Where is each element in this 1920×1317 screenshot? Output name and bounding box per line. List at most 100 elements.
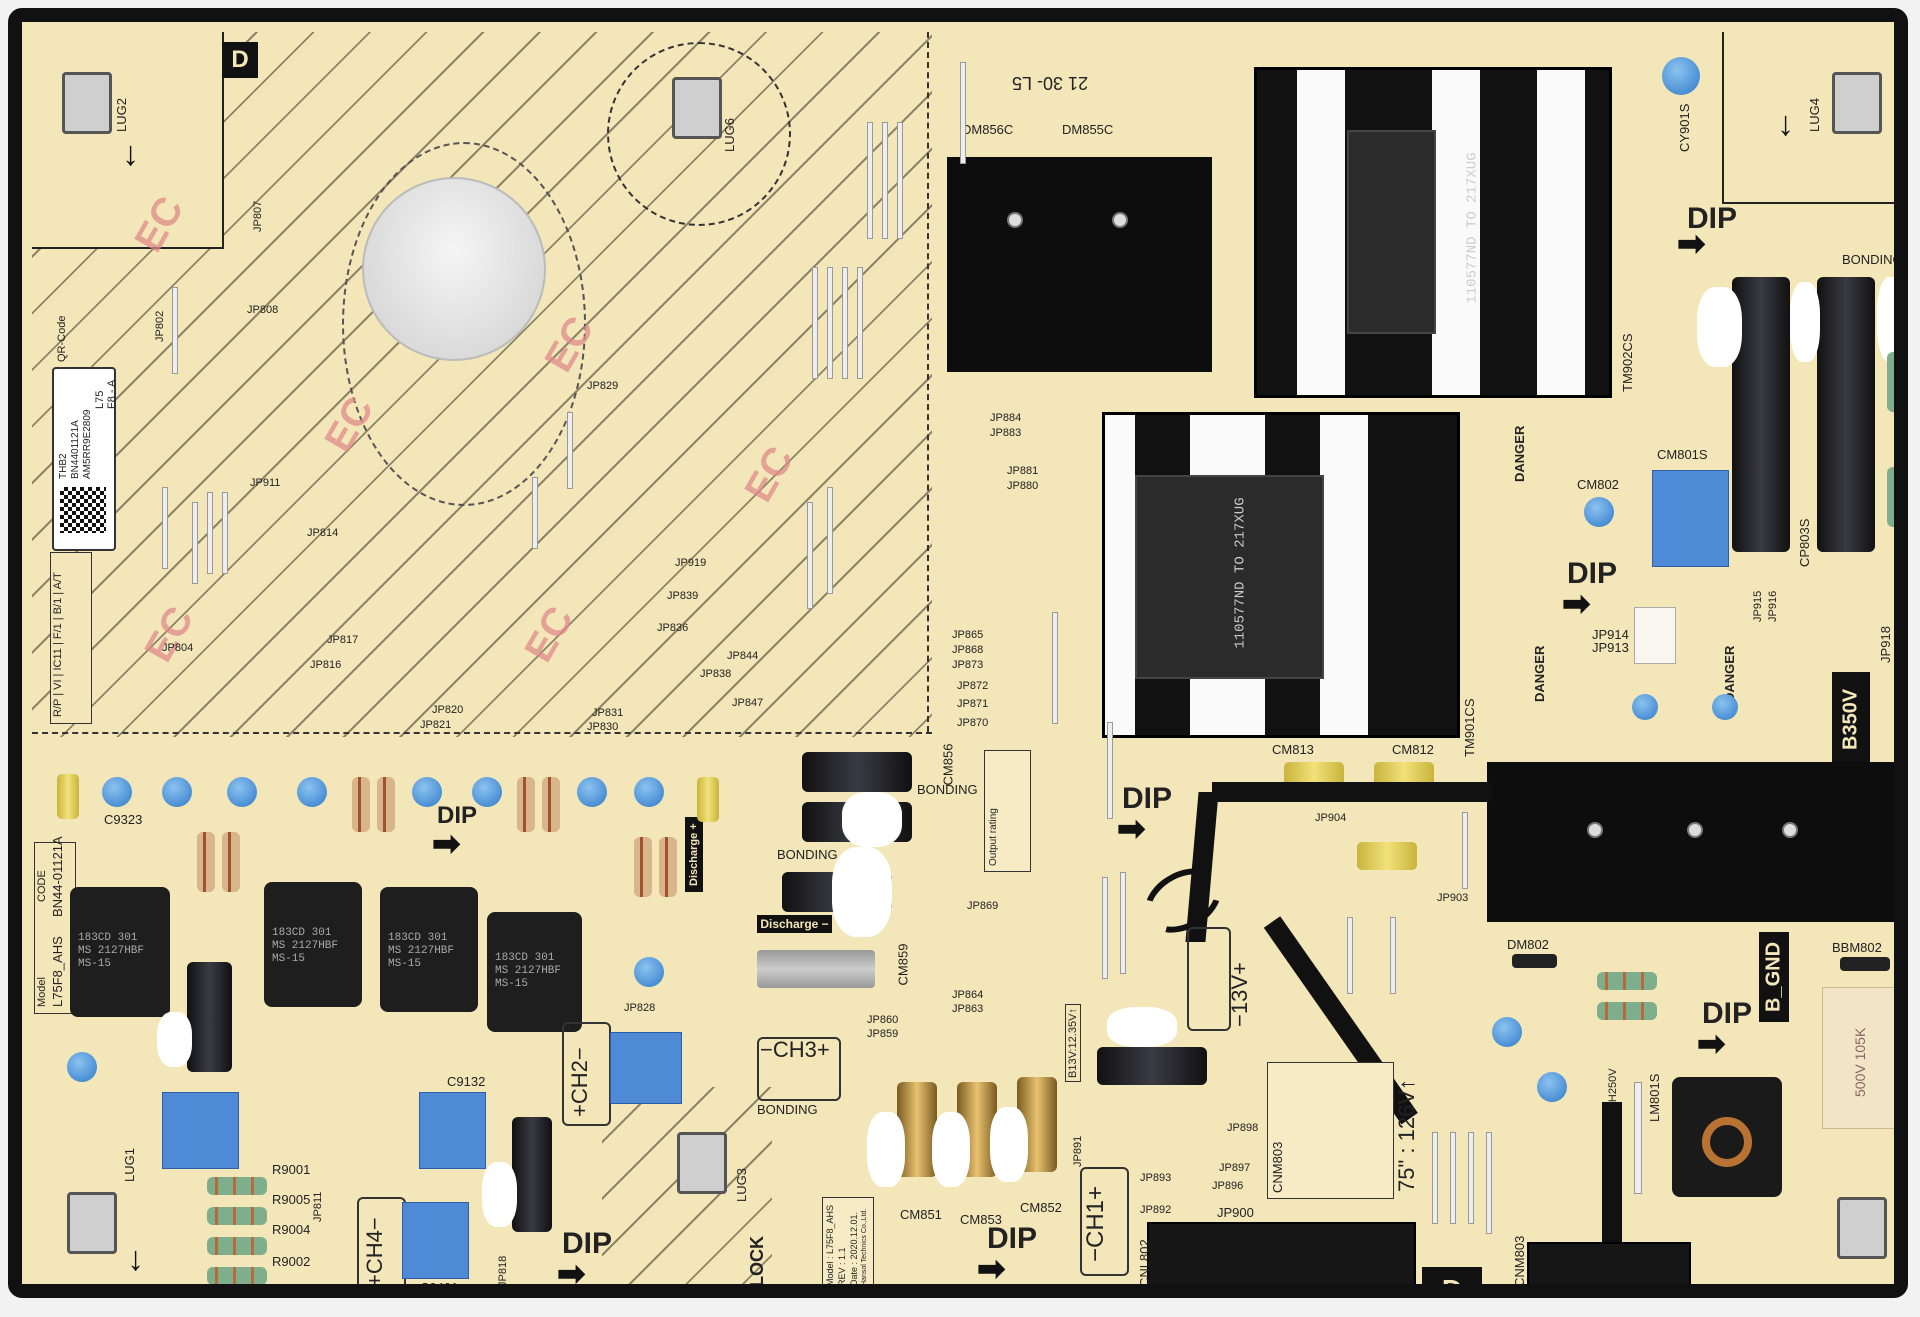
ceramic-capacitor bbox=[227, 777, 257, 807]
jp831-label: JP831 bbox=[592, 707, 624, 719]
jumper-jp853 bbox=[842, 267, 848, 379]
cnl802-label: CNL802 bbox=[1137, 1239, 1152, 1287]
film-capacitor-c9201 bbox=[610, 1032, 682, 1104]
cnm803-pin-table: CNM803 bbox=[1267, 1062, 1394, 1199]
dashed-ellipse bbox=[342, 142, 586, 506]
lug3 bbox=[677, 1132, 727, 1194]
revision-box: Model : L75F8_AHS REV : 1.1 Date : 2020.… bbox=[822, 1197, 874, 1286]
jumper-jp802 bbox=[172, 287, 178, 374]
ceramic-capacitor bbox=[412, 777, 442, 807]
glue-blob bbox=[832, 847, 892, 937]
discharge-plus-label: Discharge + bbox=[1894, 632, 1908, 727]
screw-icon bbox=[1687, 822, 1703, 838]
dm802-label: DM802 bbox=[1507, 937, 1549, 952]
jp811-label: JP811 bbox=[312, 1191, 324, 1222]
ground-trace bbox=[1212, 782, 1492, 802]
right-arrow-icon: ➡ bbox=[1697, 1025, 1726, 1063]
jp817-label: JP817 bbox=[327, 634, 359, 646]
jp871-label: JP871 bbox=[957, 698, 989, 710]
dip-label: DIP bbox=[1122, 782, 1173, 815]
electrolytic-capacitor-c9324 bbox=[187, 962, 232, 1072]
cm811-print: 500V 105K bbox=[1852, 1027, 1868, 1097]
glue-blob bbox=[1697, 287, 1742, 367]
b350v-label: B350V bbox=[1832, 672, 1870, 767]
capacitor-cm859 bbox=[757, 950, 875, 988]
right-arrow-icon: ➡ bbox=[977, 1250, 1006, 1288]
jp881-label: JP881 bbox=[1007, 465, 1039, 477]
ceramic-capacitor-c9220 bbox=[634, 957, 664, 987]
toroid-coil bbox=[1702, 1117, 1752, 1167]
jp918-label: JP918 bbox=[1877, 626, 1893, 663]
jp859-label: JP859 bbox=[867, 1028, 899, 1040]
discharge-minus-label: Discharge − bbox=[1894, 532, 1908, 627]
resistor-r9226 bbox=[634, 837, 652, 897]
jp868-label: JP868 bbox=[952, 644, 984, 656]
resistor-r9004 bbox=[207, 1237, 267, 1255]
capacitor bbox=[697, 777, 719, 822]
jumper-jp803 bbox=[192, 502, 198, 584]
lug4 bbox=[1832, 72, 1882, 134]
lug3-label: LUG3 bbox=[734, 1168, 749, 1202]
jumper-jp901 bbox=[1390, 917, 1396, 994]
screw-icon bbox=[1112, 212, 1128, 228]
13v-label: −13V+ bbox=[1227, 962, 1252, 1027]
d-mark: D bbox=[222, 42, 258, 78]
r9005-label: R9005 bbox=[272, 1192, 311, 1207]
jumper-jp887 bbox=[1107, 722, 1113, 819]
jp897-label: JP897 bbox=[1219, 1162, 1251, 1174]
jp836-label: JP836 bbox=[657, 622, 689, 634]
jumper-jp848 bbox=[807, 502, 813, 609]
d-mark-bottom: D bbox=[1422, 1267, 1482, 1284]
mounting-hole bbox=[362, 177, 546, 361]
lug1-label: LUG1 bbox=[122, 1148, 137, 1182]
model-label: Model bbox=[36, 977, 48, 1007]
jp900-label: JP900 bbox=[1217, 1205, 1254, 1220]
dip-label: DIP bbox=[1567, 557, 1618, 590]
capacitor-cm814 bbox=[1357, 842, 1417, 870]
transformer-tm902cs: 110577ND TO 217XUG bbox=[1254, 67, 1612, 398]
glue-blob bbox=[1790, 282, 1820, 362]
glue-blob bbox=[482, 1162, 517, 1227]
jumper-jp824 bbox=[567, 412, 573, 489]
jumper-jp906 bbox=[1462, 812, 1468, 889]
sticker-right1: L75 bbox=[94, 390, 106, 409]
cnm803-label: CNM803 bbox=[1512, 1235, 1527, 1287]
cm801s-label: CM801S bbox=[1657, 447, 1708, 462]
screw-icon bbox=[1782, 822, 1798, 838]
transformer-core bbox=[1347, 130, 1436, 334]
bbm802-label: BBM802 bbox=[1832, 940, 1882, 955]
connector-cnm803 bbox=[1527, 1242, 1691, 1284]
rev-number: REV : 1.1 bbox=[837, 1247, 847, 1286]
jp892-label: JP892 bbox=[1140, 1204, 1172, 1216]
ch3-terminal-box bbox=[757, 1037, 841, 1101]
ceramic-capacitor-cm806 bbox=[1492, 1017, 1522, 1047]
jumper-jp850 bbox=[827, 487, 833, 594]
resistor-r9427 bbox=[352, 777, 370, 832]
right-arrow-icon: ➡ bbox=[1562, 585, 1591, 623]
r9001-label: R9001 bbox=[272, 1162, 311, 1177]
ceramic-capacitor bbox=[634, 777, 664, 807]
ch4-label: +CH4− bbox=[362, 1217, 387, 1287]
qr-code-icon bbox=[60, 487, 106, 533]
tape-stripe bbox=[1105, 415, 1135, 735]
jumper-jp920 bbox=[867, 122, 873, 239]
jumper-jp849 bbox=[812, 267, 818, 379]
jumper-jp822 bbox=[897, 122, 903, 239]
glue-blob bbox=[1107, 1007, 1177, 1047]
output-rating-table: Output rating bbox=[984, 750, 1031, 872]
lug1 bbox=[67, 1192, 117, 1254]
jp830-label: JP830 bbox=[587, 721, 619, 733]
qr-sticker: THB2 BN4401121A AM5RR9E2809 L75 F8 - A bbox=[52, 367, 118, 551]
ceramic-capacitor-c9323 bbox=[102, 777, 132, 807]
code-label: CODE bbox=[36, 870, 48, 902]
electrolytic-capacitor-c9025 bbox=[1097, 1047, 1207, 1085]
ceramic-capacitor bbox=[1712, 694, 1738, 720]
voltage-note: 75" : 126V↑ bbox=[1394, 1079, 1419, 1192]
cp803s-label: CP803S bbox=[1797, 518, 1812, 567]
jp911-label: JP911 bbox=[250, 477, 281, 489]
jp838-label: JP838 bbox=[700, 668, 732, 680]
dashed-boundary bbox=[32, 732, 932, 734]
